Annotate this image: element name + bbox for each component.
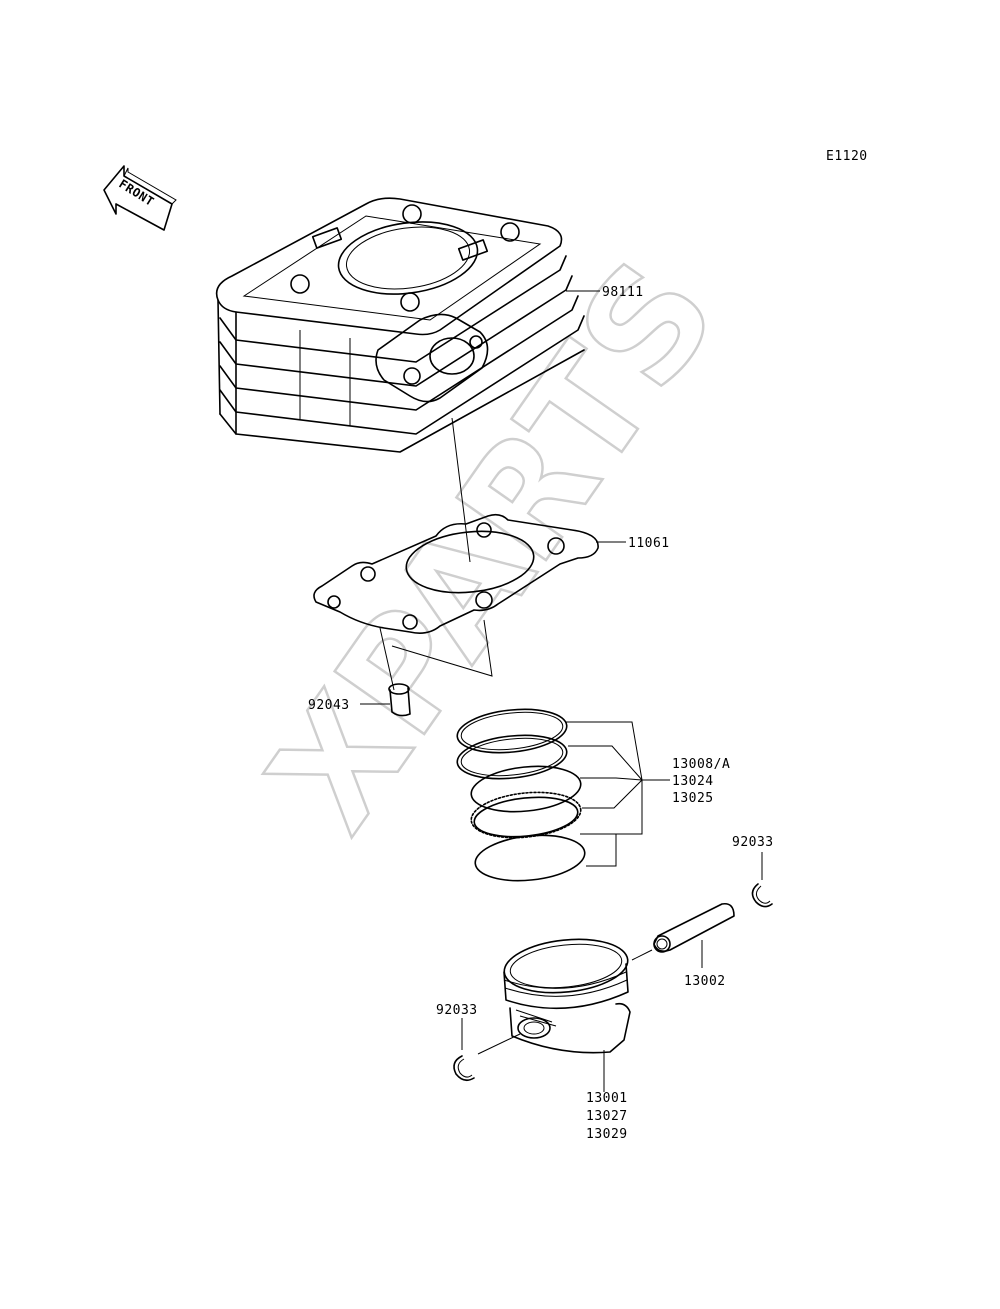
callout-rings-3: 13025 (672, 791, 714, 806)
circlip-left (453, 1055, 475, 1082)
callout-cylinder: 98111 (602, 285, 644, 300)
piston-pin (653, 902, 735, 953)
callout-rings-2: 13024 (672, 774, 714, 789)
piston-rings (456, 708, 586, 882)
piston (503, 938, 631, 1054)
callout-piston-2: 13027 (586, 1109, 628, 1124)
callout-piston-1: 13001 (586, 1091, 628, 1106)
front-arrow-label: FRONT (116, 177, 156, 209)
callout-piston-3: 13029 (586, 1127, 628, 1142)
callout-rings-1: 13008/A (672, 757, 730, 772)
front-arrow-icon: FRONT (103, 165, 177, 231)
callout-circlip-left: 92033 (436, 1003, 478, 1018)
circlip-right (751, 883, 773, 908)
cylinder-block (215, 197, 585, 453)
callout-piston-pin: 13002 (684, 974, 726, 989)
callout-circlip-right: 92033 (732, 835, 774, 850)
callout-gasket: 11061 (628, 536, 670, 551)
diagram-code: E1120 (826, 149, 868, 164)
dowel-pin (388, 683, 411, 717)
callout-dowel-pin: 92043 (308, 698, 350, 713)
cylinder-gasket (313, 513, 599, 634)
ring-leader-lines (566, 721, 670, 867)
